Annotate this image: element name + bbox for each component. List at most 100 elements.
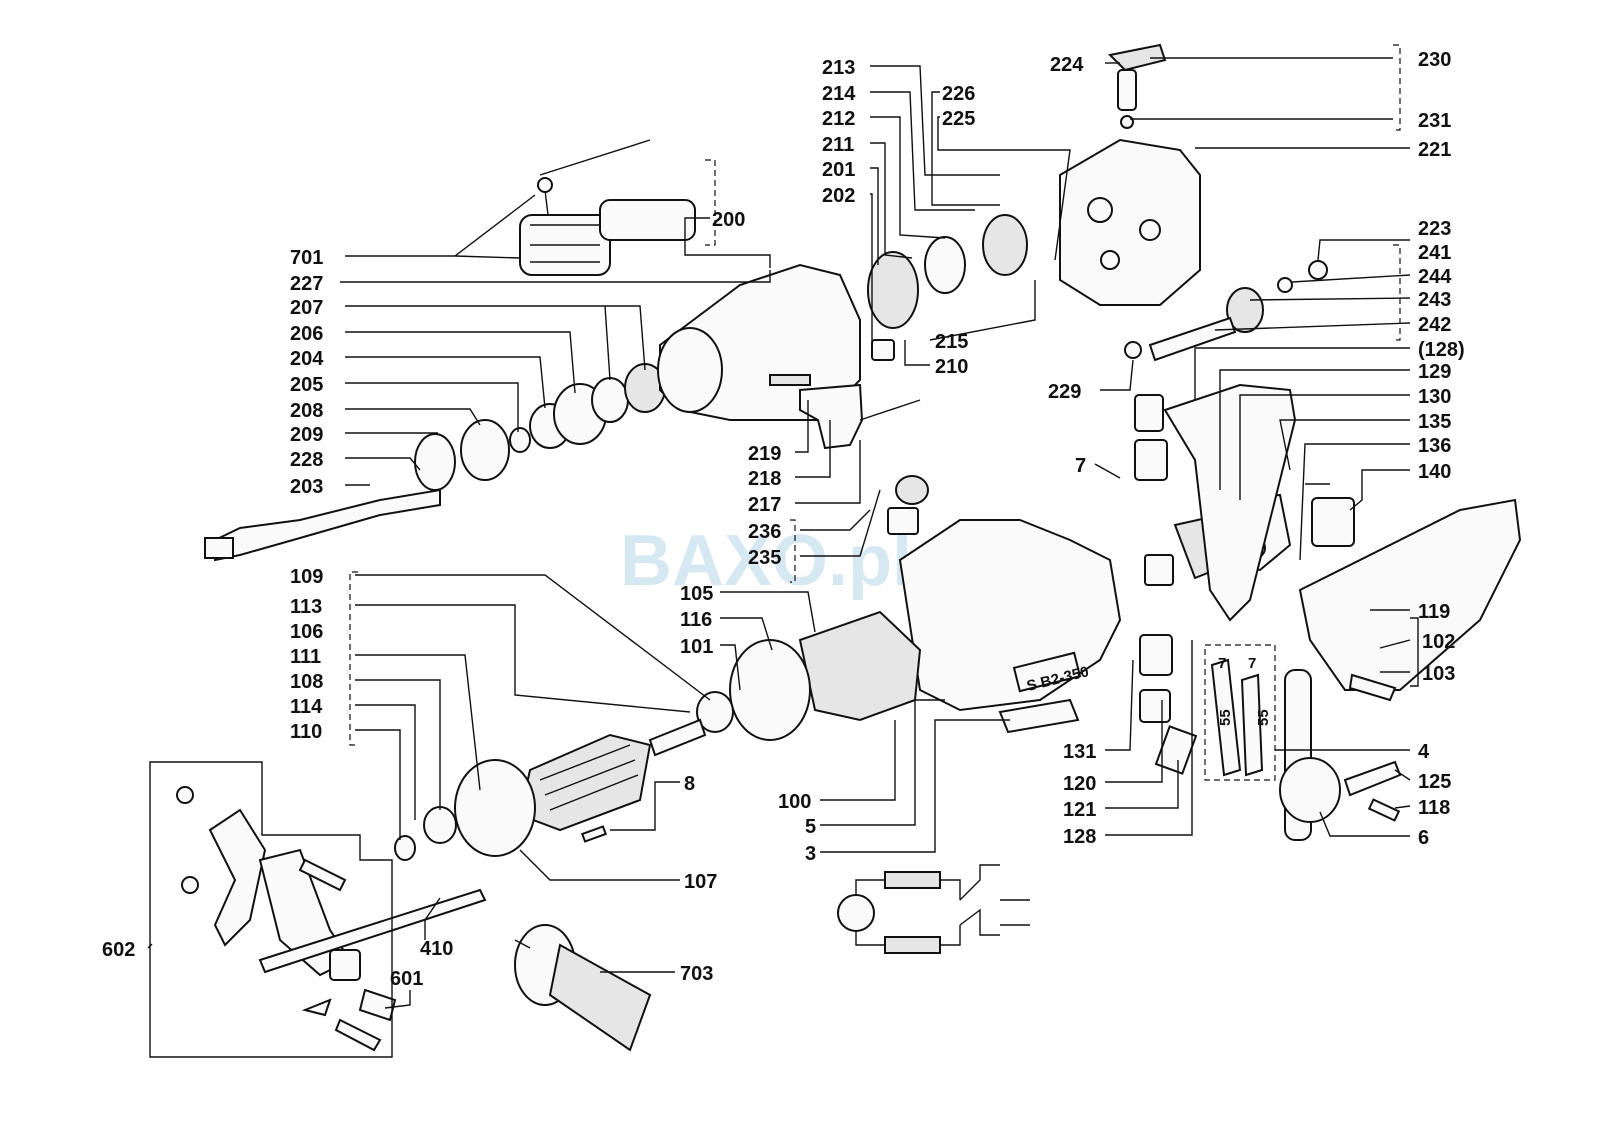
depth-gauge-box [1204, 644, 1276, 781]
callout-4: 4 [1418, 741, 1430, 763]
dimension-label-4: 55 [1255, 709, 1272, 726]
depth-gauge-rod-2 [1240, 673, 1264, 777]
callout-224: 224 [1050, 54, 1084, 76]
depth-gauge-rod-1 [1210, 658, 1242, 777]
callout-703: 703 [680, 963, 713, 985]
callout-111: 111 [290, 646, 321, 668]
collar-703 [514, 924, 652, 1052]
callout-114: 114 [290, 696, 323, 718]
callout-3: 3 [805, 843, 816, 865]
callout-109: 109 [290, 566, 323, 588]
pin-210 [871, 339, 895, 361]
callout-205: 205 [290, 374, 323, 396]
callout-217: 217 [748, 494, 781, 516]
callout-225: 225 [942, 108, 975, 130]
callout-227: 227 [290, 273, 323, 295]
callout-221: 221 [1418, 139, 1451, 161]
spring-244 [1277, 277, 1293, 293]
brush-holder-131 [1139, 634, 1173, 676]
callout-242: 242 [1418, 314, 1451, 336]
callout-210: 210 [935, 356, 968, 378]
callout-129: 129 [1418, 361, 1451, 383]
retaining-ring [414, 433, 456, 491]
callout-102: 102 [1422, 631, 1455, 653]
drill-stand-clamp [176, 786, 487, 1052]
callout-130: 130 [1418, 386, 1451, 408]
callout-236: 236 [748, 521, 781, 543]
bearing-208 [460, 419, 510, 481]
callout-209: 209 [290, 424, 323, 446]
callout-223: 223 [1418, 218, 1451, 240]
screw-8 [581, 825, 607, 843]
callout-108: 108 [290, 671, 323, 693]
callout-219: 219 [748, 443, 781, 465]
callout-labels: 701 227 207 206 204 205 208 209 228 203 … [102, 49, 1465, 990]
wiring-schematic [837, 864, 1030, 954]
spring-121 [1154, 725, 1198, 775]
callout-243: 243 [1418, 289, 1451, 311]
bearing-206 [591, 377, 629, 423]
callout-207: 207 [290, 297, 323, 319]
callout-601: 601 [390, 968, 423, 990]
gear-housing [657, 263, 861, 421]
callout-701: 701 [290, 247, 323, 269]
gearbox-cover [1059, 138, 1201, 306]
spindle [204, 488, 441, 562]
callout-211: 211 [822, 134, 854, 156]
rod-217 [859, 399, 921, 421]
plate-218 [799, 383, 864, 450]
callout-214: 214 [822, 83, 856, 105]
gear-201 [867, 251, 919, 329]
callout-121: 121 [1063, 799, 1096, 821]
callout-101: 101 [680, 636, 713, 658]
callout-120: 120 [1063, 773, 1096, 795]
dimension-label-2: 7 [1248, 655, 1256, 672]
handle-cover [1298, 498, 1522, 691]
callout-235: 235 [748, 547, 781, 569]
callout-229: 229 [1048, 381, 1081, 403]
callout-8: 8 [684, 773, 695, 795]
watermark-text: BAXO.pl [620, 521, 912, 601]
callout-203: 203 [290, 476, 323, 498]
drill-chuck [519, 199, 696, 276]
brush-holder-129 [1134, 394, 1164, 432]
washer-223 [1308, 260, 1328, 280]
callout-136: 136 [1418, 435, 1451, 457]
side-handle [1279, 669, 1402, 841]
bearing-108 [423, 806, 457, 844]
handle [1163, 383, 1297, 622]
spring-235 [895, 475, 929, 505]
callout-110: 110 [290, 721, 322, 743]
armature [518, 718, 707, 832]
callout-105: 105 [680, 583, 713, 605]
gear-243 [1226, 287, 1264, 333]
ring-209 [509, 427, 531, 453]
carbon-brush [1144, 554, 1174, 586]
callout-410: 410 [420, 938, 453, 960]
switch-lever [1107, 43, 1167, 129]
nameplate [998, 698, 1080, 734]
bearing-109 [696, 691, 734, 733]
callout-131: 131 [1063, 741, 1096, 763]
callout-204: 204 [290, 348, 324, 370]
callout-244: 244 [1418, 266, 1452, 288]
brush-holder-130 [1134, 439, 1168, 481]
callout-118: 118 [1418, 797, 1450, 819]
callout-602: 602 [102, 939, 135, 961]
rod-410 [258, 888, 487, 974]
callout-113: 113 [290, 596, 322, 618]
callout-213: 213 [822, 57, 855, 79]
callout-106: 106 [290, 621, 323, 643]
callout-201: 201 [822, 159, 855, 181]
callout-231: 231 [1418, 110, 1451, 132]
callout-202: 202 [822, 185, 855, 207]
shaft-242 [1148, 316, 1237, 362]
chuck-key [537, 139, 651, 216]
dimension-label-1: 7 [1218, 655, 1226, 672]
rating-plate [1012, 651, 1082, 693]
callout-215: 215 [935, 331, 968, 353]
callout-212: 212 [822, 108, 855, 130]
callout-100: 100 [778, 791, 811, 813]
callout-140: 140 [1418, 461, 1451, 483]
